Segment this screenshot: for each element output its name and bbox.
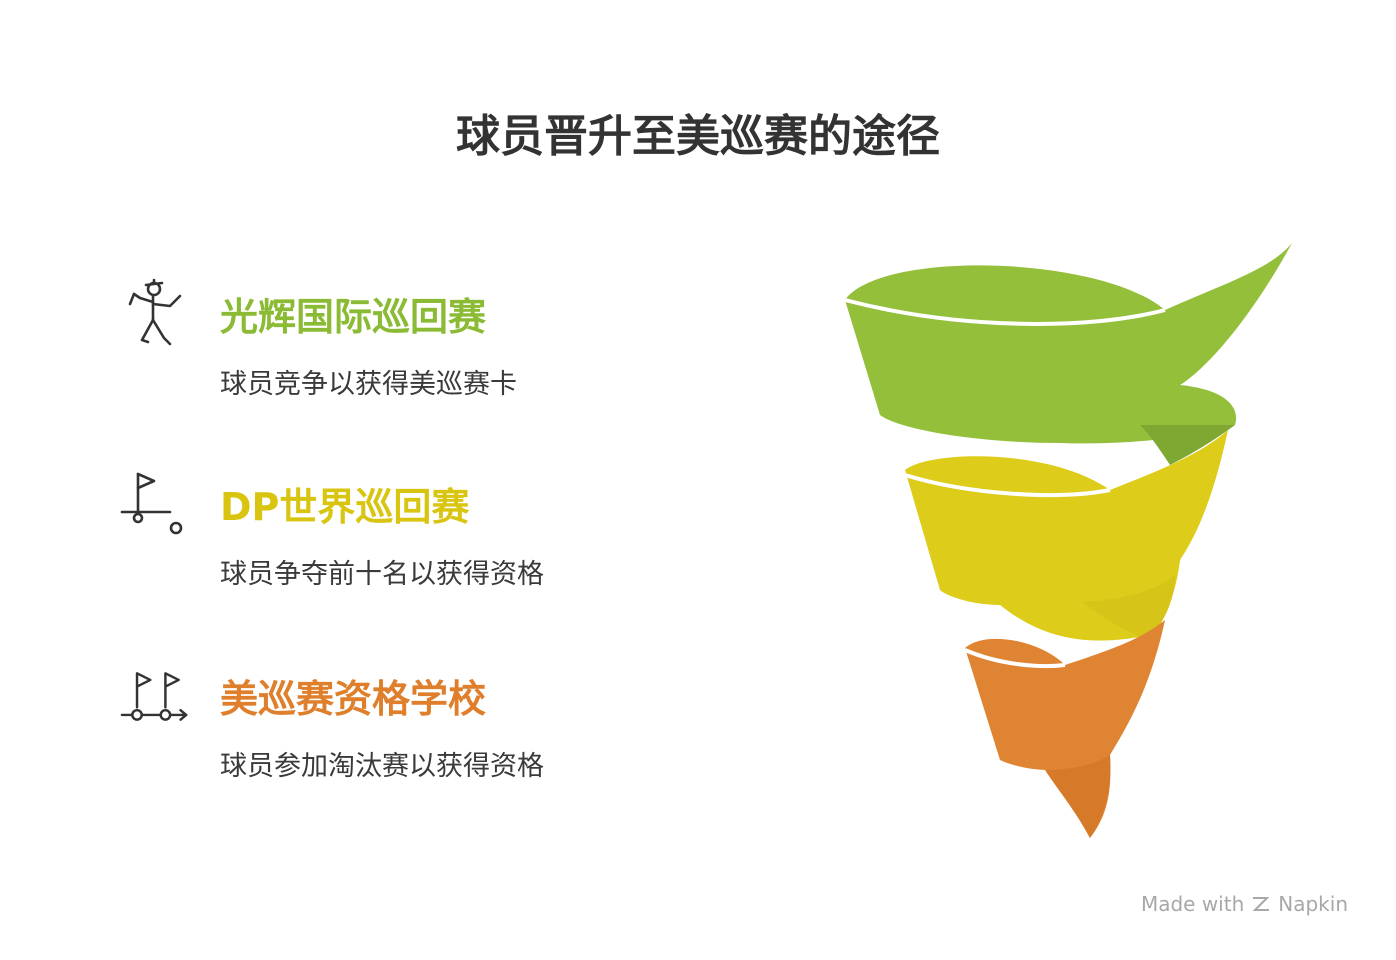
stage-description: 球员争夺前十名以获得资格 bbox=[220, 559, 544, 590]
made-with-napkin-watermark: Made with Napkin bbox=[1141, 892, 1348, 916]
stage-heading: DP世界巡回赛 bbox=[220, 485, 470, 529]
funnel-band-orange bbox=[965, 620, 1165, 838]
watermark-brand: Napkin bbox=[1278, 892, 1348, 916]
two-flags-progress-icon bbox=[120, 672, 188, 721]
stage-description: 球员参加淘汰赛以获得资格 bbox=[220, 751, 544, 782]
page-title: 球员晋升至美巡赛的途径 bbox=[456, 111, 940, 162]
funnel-band-green bbox=[845, 243, 1292, 444]
golfer-icon bbox=[128, 278, 182, 346]
spiral-funnel-graphic bbox=[844, 243, 1292, 838]
golf-flag-ball-icon bbox=[120, 472, 183, 535]
watermark-prefix: Made with bbox=[1140, 892, 1245, 916]
funnel-band-yellow bbox=[905, 430, 1228, 641]
stage-description: 球员竞争以获得美巡赛卡 bbox=[220, 369, 517, 400]
stage-heading: 光辉国际巡回赛 bbox=[220, 295, 487, 339]
napkin-logo-icon bbox=[1252, 897, 1270, 911]
stage-heading: 美巡赛资格学校 bbox=[220, 677, 487, 721]
